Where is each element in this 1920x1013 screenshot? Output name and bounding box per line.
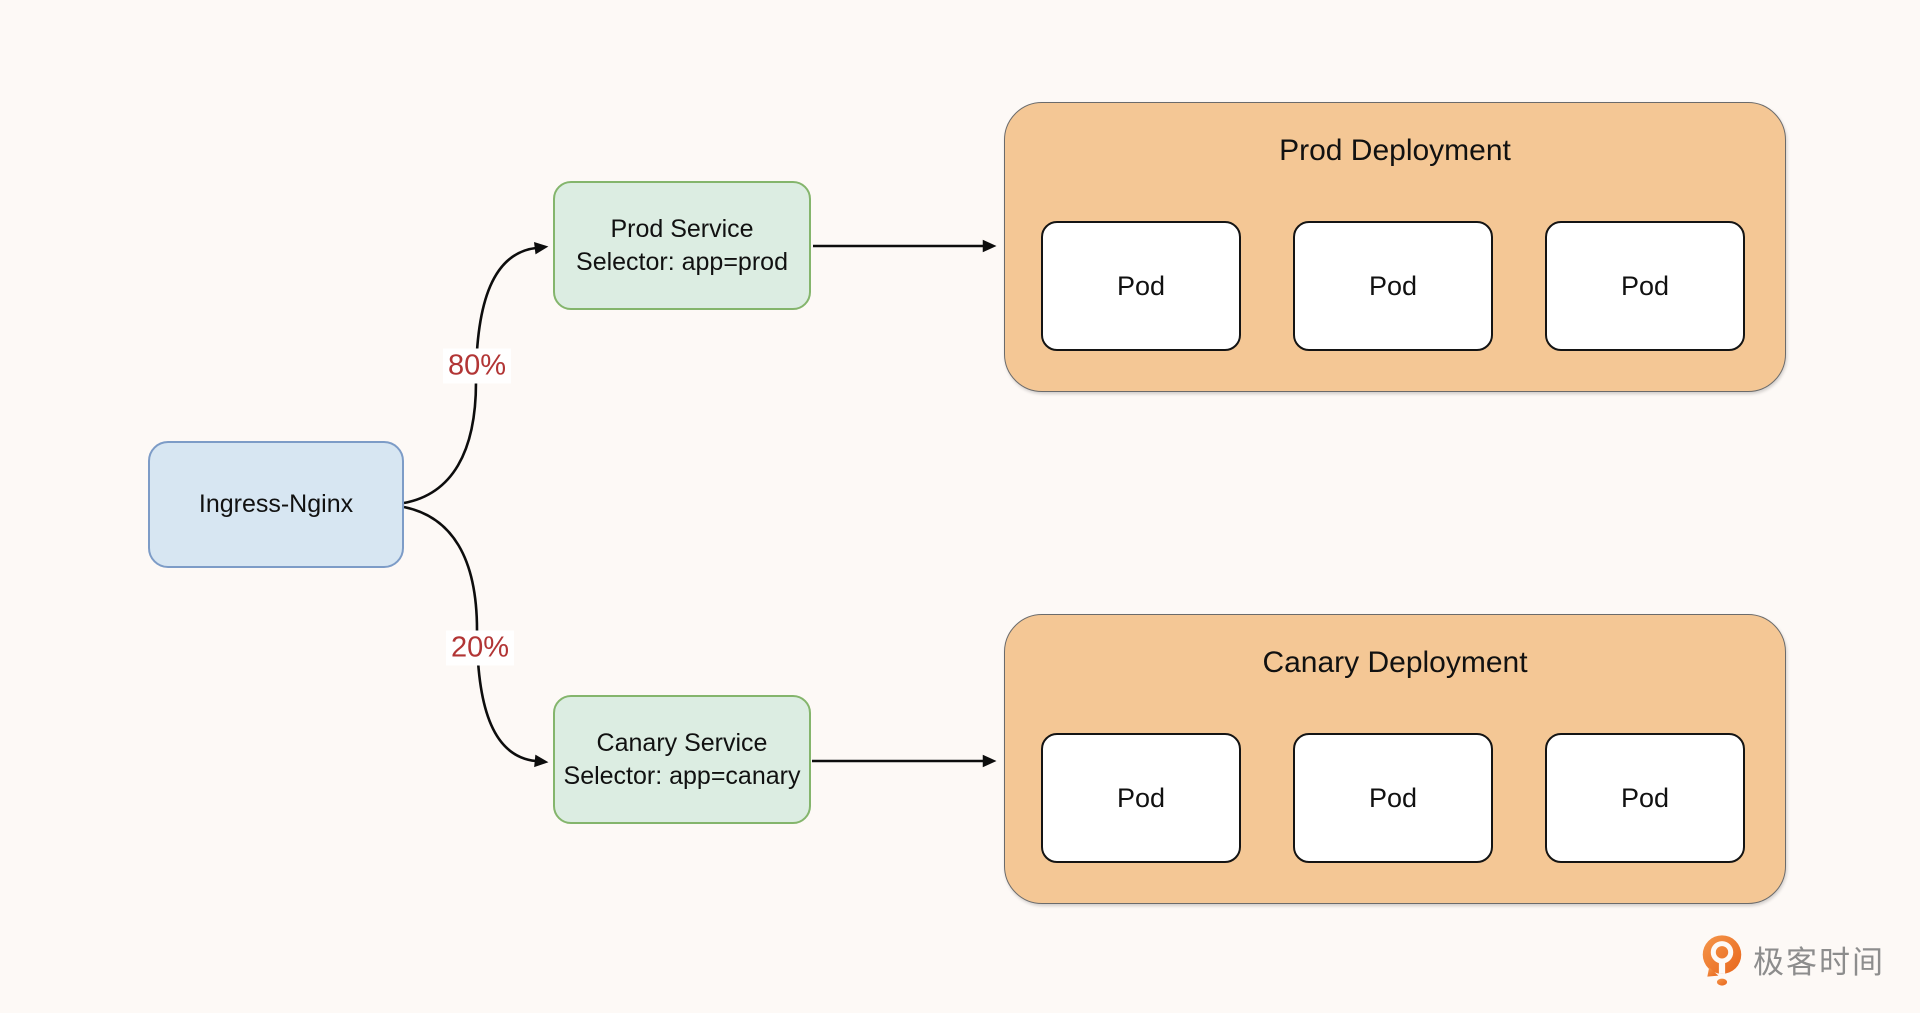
canary-pod-1: Pod: [1041, 733, 1241, 863]
geektime-brand-text: 极客时间: [1753, 944, 1885, 980]
canary-service-selector: Selector: app=canary: [563, 761, 801, 790]
prod-pod-3-label: Pod: [1620, 270, 1670, 301]
traffic-weight-canary: 20%: [445, 630, 515, 666]
prod-service-name: Prod Service: [610, 214, 754, 243]
canary-pod-3-label: Pod: [1620, 782, 1670, 813]
canary-deployment-group: Canary Deployment Pod Pod Pod: [1004, 614, 1786, 904]
canary-deployment-title: Canary Deployment: [1262, 646, 1528, 679]
prod-pod-2-label: Pod: [1368, 270, 1418, 301]
geektime-logo-icon: [1702, 935, 1742, 986]
canary-pod-2: Pod: [1293, 733, 1493, 863]
prod-deployment-title: Prod Deployment: [1279, 134, 1511, 167]
canary-service-node: Canary Service Selector: app=canary: [553, 695, 811, 824]
ingress-nginx-node: Ingress-Nginx: [148, 441, 404, 568]
canary-service-name: Canary Service: [596, 728, 768, 757]
canary-pod-3: Pod: [1545, 733, 1745, 863]
traffic-weight-prod: 80%: [442, 348, 512, 384]
prod-pod-1-label: Pod: [1116, 270, 1166, 301]
canary-pod-2-label: Pod: [1368, 782, 1418, 813]
prod-deployment-group: Prod Deployment Pod Pod Pod: [1004, 102, 1786, 392]
geektime-brand: 极客时间: [1700, 934, 1885, 988]
prod-service-selector: Selector: app=prod: [576, 247, 788, 276]
ingress-nginx-label: Ingress-Nginx: [198, 490, 354, 518]
prod-pod-2: Pod: [1293, 221, 1493, 351]
prod-pod-3: Pod: [1545, 221, 1745, 351]
prod-service-node: Prod Service Selector: app=prod: [553, 181, 811, 310]
prod-pod-1: Pod: [1041, 221, 1241, 351]
canary-pod-1-label: Pod: [1116, 782, 1166, 813]
